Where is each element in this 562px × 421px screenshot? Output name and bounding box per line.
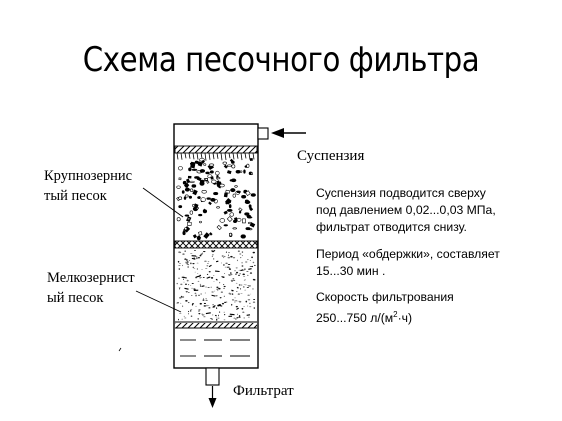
flow-rate-superscript: 2 [393, 310, 398, 319]
coarse-sand-label: Крупнозернис тый песок [44, 166, 132, 206]
fine-sand-layer [176, 249, 256, 321]
description-paragraph-3: Скорость фильтрования 250...750 л/(м2·ч) [316, 289, 552, 327]
description-line: 15...30 мин . [316, 264, 386, 278]
description-paragraph-1: Суспензия подводится сверху под давление… [316, 185, 552, 236]
fine-sand-leader [135, 290, 182, 313]
inlet-arrow-icon [271, 128, 306, 138]
description-line: 250...750 л/(м2·ч) [316, 306, 552, 327]
fine-sand-label-line2: ый песок [47, 290, 104, 306]
coarse-sand-label-line1: Крупнозернис [44, 168, 133, 184]
fine-sand-label-line1: Мелкозернист [47, 270, 135, 286]
bottom-grid-plate [175, 323, 257, 328]
outlet-arrow-icon [208, 386, 217, 408]
inlet-nozzle [257, 127, 269, 140]
flow-rate-suffix: ·ч) [397, 311, 413, 326]
top-grid-plate [174, 145, 258, 154]
top-grid-spikes [176, 152, 255, 161]
description-paragraph-2: Период «обдержки», составляет 15...30 ми… [316, 246, 552, 280]
description-line: под давлением 0,02...0,03 МПа, [316, 203, 496, 217]
flow-rate-prefix: 250...750 л/(м [316, 311, 394, 326]
outlet-nozzle [205, 367, 220, 386]
coarse-sand-label-line2: тый песок [44, 188, 107, 204]
description-line: Скорость фильтрования [316, 290, 454, 304]
coarse-sand-leader [142, 187, 184, 218]
slide-title: Схема песочного фильтра [82, 40, 480, 80]
fine-sand-label: Мелкозернист ый песок [47, 268, 135, 308]
outlet-label: Фильтрат [233, 383, 294, 399]
description-line: Суспензия подводится сверху [316, 186, 486, 200]
stray-mark [118, 347, 122, 352]
middle-grid-plate [174, 240, 258, 249]
description-line: Период «обдержки», составляет [316, 247, 500, 261]
coarse-sand-layer [176, 158, 256, 241]
inlet-label: Суспензия [297, 148, 365, 164]
description-line: фильтрат отводится снизу. [316, 220, 467, 234]
filtrate-chamber [180, 339, 250, 357]
